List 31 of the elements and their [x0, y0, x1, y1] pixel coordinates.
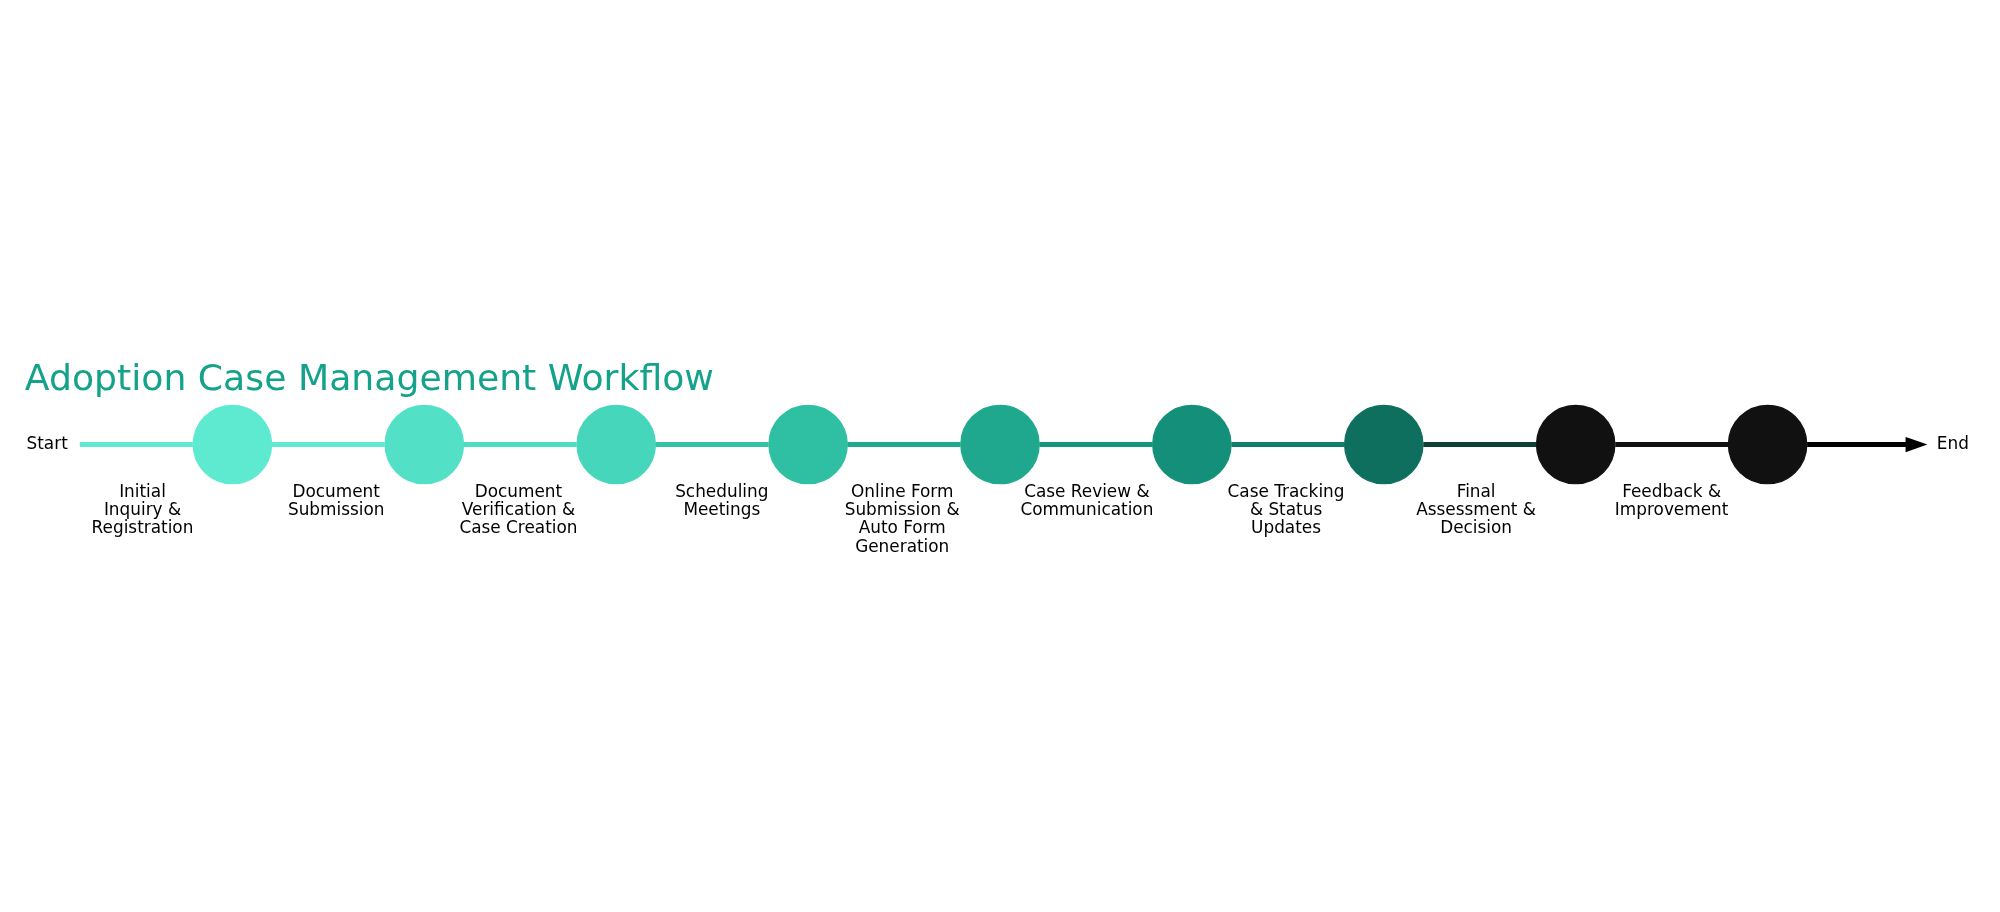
node-text: End	[1936, 433, 1969, 453]
connector	[1039, 442, 1153, 447]
node-label: Online Form Submission & Auto Form Generation	[844, 481, 960, 556]
node-circle	[384, 404, 465, 485]
node-label: Document Submission	[287, 481, 385, 520]
node-circle	[1535, 404, 1616, 485]
connector	[1423, 442, 1537, 447]
connector	[655, 442, 769, 447]
node-circle	[768, 404, 848, 485]
node-label: Scheduling Meetings	[675, 481, 769, 520]
node-label: Initial Inquiry & Registration	[91, 481, 194, 538]
node-circle	[1343, 404, 1424, 485]
node-label: Final Assessment & Decision	[1416, 481, 1536, 538]
connector	[79, 442, 193, 447]
connector	[463, 442, 577, 447]
node-circle	[1152, 404, 1232, 485]
node-label: Case Review & Communication	[1020, 481, 1154, 520]
arrow	[1807, 436, 1928, 453]
connector	[271, 442, 385, 447]
node-circle	[576, 404, 657, 485]
node-circle	[1727, 404, 1808, 485]
node-text: Start	[26, 433, 68, 453]
connector	[847, 442, 961, 447]
node-label: Case Tracking & Status Updates	[1227, 481, 1345, 538]
node-circle	[960, 404, 1040, 485]
node-label: Feedback & Improvement	[1614, 481, 1729, 520]
connector	[1231, 442, 1345, 447]
node-label: Document Verification & Case Creation	[459, 481, 578, 538]
diagram-title: Adoption Case Management Workflow	[24, 355, 714, 399]
node-circle	[192, 404, 273, 485]
connector	[1615, 442, 1729, 447]
